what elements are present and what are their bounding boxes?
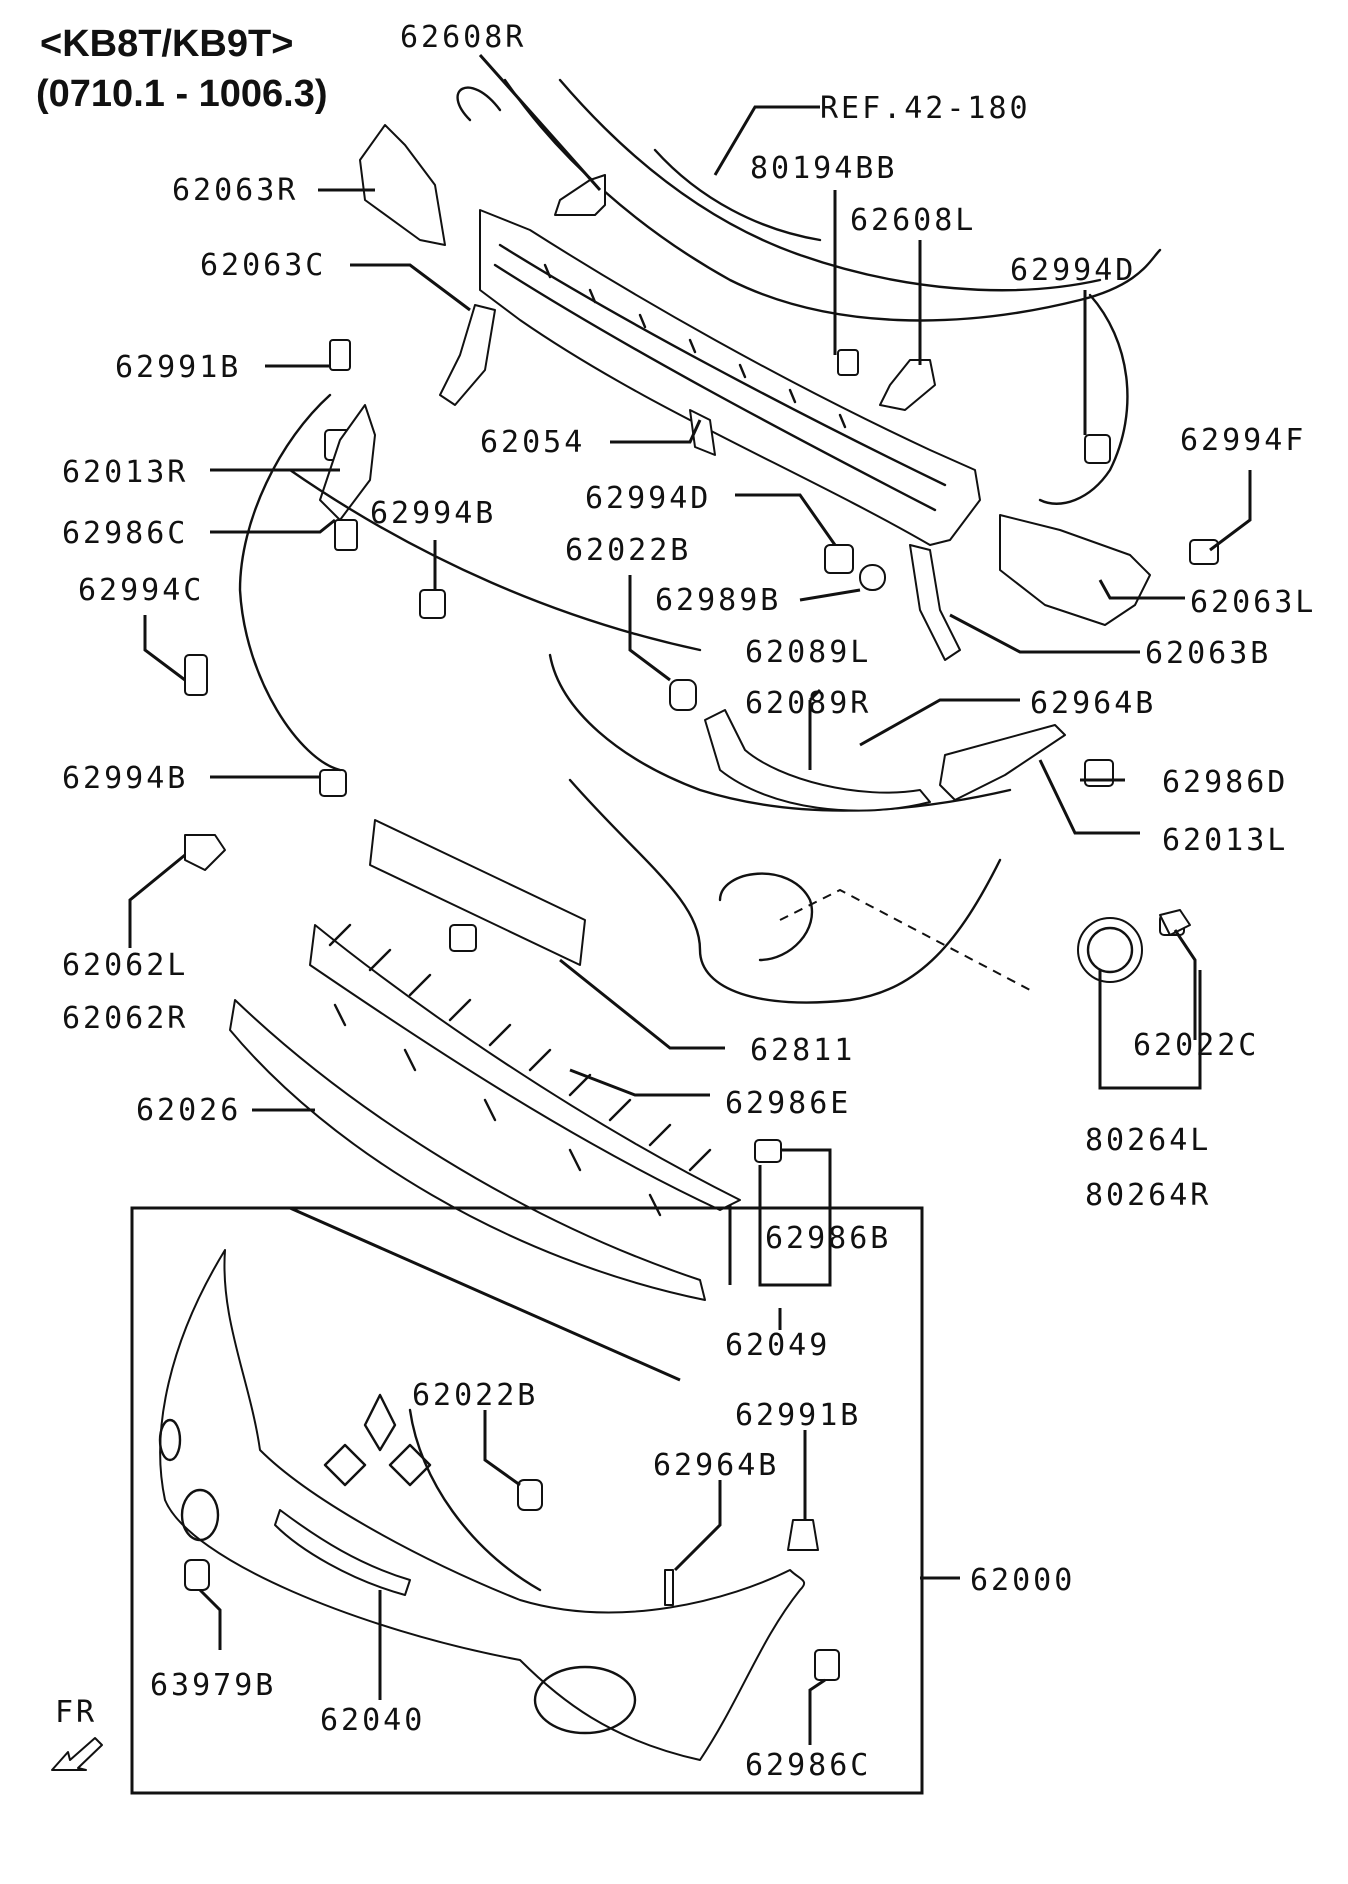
- assembly-box-62000: [130, 1206, 924, 1795]
- callout-62994B-lower: 62994B: [62, 761, 188, 796]
- bumper-beam-outline: [238, 393, 342, 772]
- callout-63979B: 63979B: [150, 1668, 276, 1703]
- leader-lines: [128, 54, 1252, 1745]
- callout-62089R: 62089R: [745, 686, 871, 721]
- license-bracket-62811-shape: [369, 819, 586, 966]
- callout-62089L: 62089L: [745, 635, 871, 670]
- callout-62022B-upper: 62022B: [565, 533, 691, 568]
- callout-62989B: 62989B: [655, 583, 781, 618]
- callout-labels: 62608R REF.42-180 80194BB 62608L 62063R …: [62, 20, 1316, 1783]
- callout-62964B-lower: 62964B: [653, 1448, 779, 1483]
- callout-62040: 62040: [320, 1703, 425, 1738]
- callout-62013R: 62013R: [62, 455, 188, 490]
- bracket-62063R-shape: [359, 124, 446, 246]
- callout-62022B-lower: 62022B: [412, 1378, 538, 1413]
- callout-62994D-lower: 62994D: [585, 481, 711, 516]
- stay-62063B-shape: [909, 544, 961, 661]
- callout-62991B-lower: 62991B: [735, 1398, 861, 1433]
- callout-REF-42-180: REF.42-180: [820, 91, 1031, 126]
- front-direction-marker: FR: [51, 1695, 103, 1771]
- callout-62986D: 62986D: [1162, 765, 1288, 800]
- retainer-62089-shape: [704, 709, 931, 812]
- callout-62986C-upper: 62986C: [62, 516, 188, 551]
- callout-62986C-lower: 62986C: [745, 1748, 871, 1783]
- callout-62994F: 62994F: [1180, 423, 1306, 458]
- callout-62062R: 62062R: [62, 1001, 188, 1036]
- front-reinforcement-62054: [479, 209, 981, 546]
- callout-62000: 62000: [970, 1563, 1075, 1598]
- lower-trim-62026-shape: [229, 999, 706, 1301]
- bumper-cover-62000-shape: [158, 1249, 806, 1761]
- callout-62994D-upper: 62994D: [1010, 253, 1136, 288]
- callout-80264R: 80264R: [1085, 1178, 1211, 1213]
- callout-62964B-upper: 62964B: [1030, 686, 1156, 721]
- side-mount-62013R-shape: [319, 404, 376, 521]
- bracket-62608L-shape: [879, 359, 936, 411]
- callout-62063L: 62063L: [1190, 585, 1316, 620]
- grille-mesh-62049-shape: [309, 923, 741, 1217]
- bracket-62063L-shape: [999, 514, 1151, 626]
- callout-62608L: 62608L: [850, 203, 976, 238]
- callout-80194BB: 80194BB: [750, 151, 897, 186]
- front-direction-label: FR: [55, 1695, 97, 1730]
- model-code: <KB8T/KB9T>: [40, 23, 294, 65]
- callout-80264L: 80264L: [1085, 1123, 1211, 1158]
- callout-62063R: 62063R: [172, 173, 298, 208]
- callout-62062L: 62062L: [62, 948, 188, 983]
- callout-62022C: 62022C: [1133, 1028, 1259, 1063]
- callout-62026: 62026: [136, 1093, 241, 1128]
- callout-62054: 62054: [480, 425, 585, 460]
- fog-bezel-80264-shape: [1077, 909, 1191, 983]
- callout-62811: 62811: [750, 1033, 855, 1068]
- box-fasteners: [184, 1479, 840, 1681]
- callout-62063C: 62063C: [200, 248, 326, 283]
- side-mount-62013L-shape: [939, 724, 1066, 801]
- callout-62986E: 62986E: [725, 1086, 851, 1121]
- callout-62013L: 62013L: [1162, 823, 1288, 858]
- production-period: (0710.1 - 1006.3): [36, 73, 328, 115]
- front-arrow-icon: [51, 1737, 103, 1771]
- callout-62991B-upper: 62991B: [115, 350, 241, 385]
- callout-62986B: 62986B: [765, 1221, 891, 1256]
- callout-62994B-upper: 62994B: [370, 496, 496, 531]
- callout-62049: 62049: [725, 1328, 830, 1363]
- callout-62063B: 62063B: [1145, 636, 1271, 671]
- callout-62608R: 62608R: [400, 20, 526, 55]
- stay-62063C-shape: [439, 304, 496, 406]
- callout-62994C: 62994C: [78, 573, 204, 608]
- bracket-62608R-shape: [554, 174, 606, 216]
